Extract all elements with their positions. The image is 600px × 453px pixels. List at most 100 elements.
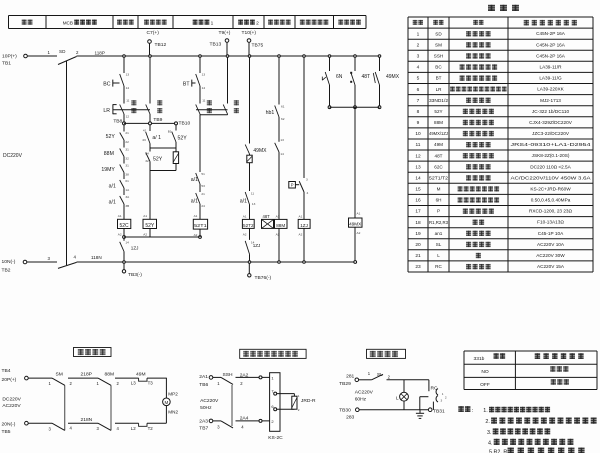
svg-text:19: 19	[415, 231, 421, 237]
svg-text:49MX: 49MX	[349, 222, 361, 227]
svg-text:P: P	[291, 183, 294, 188]
svg-text:TB29: TB29	[339, 381, 351, 387]
svg-text:1: 1	[298, 394, 300, 398]
svg-text:DC220V: DC220V	[2, 397, 21, 403]
svg-text:14: 14	[126, 86, 130, 90]
svg-text:3: 3	[306, 178, 308, 182]
svg-text:A1: A1	[276, 214, 280, 218]
svg-text:61: 61	[281, 105, 285, 109]
svg-text:10P(+): 10P(+)	[2, 54, 17, 60]
svg-text:A1: A1	[118, 214, 122, 218]
svg-text:52Y: 52Y	[106, 134, 116, 140]
svg-text:A1: A1	[243, 214, 247, 218]
svg-text:1ZJ: 1ZJ	[253, 243, 261, 248]
svg-text:48T: 48T	[435, 153, 443, 158]
svg-text:MN2: MN2	[168, 409, 178, 414]
svg-text:2: 2	[271, 419, 274, 424]
svg-text:TB30: TB30	[339, 408, 351, 414]
svg-text:RC: RC	[431, 385, 439, 391]
svg-text:31: 31	[125, 147, 129, 151]
svg-text:C7(+): C7(+)	[147, 30, 160, 36]
svg-text:L: L	[437, 253, 440, 258]
svg-text:MP2: MP2	[168, 391, 178, 396]
svg-text:KS-2C: KS-2C	[268, 435, 283, 441]
svg-text:M: M	[164, 400, 168, 405]
svg-text:SSH: SSH	[223, 372, 234, 378]
svg-text:01: 01	[125, 179, 129, 183]
svg-text:1: 1	[442, 392, 444, 396]
svg-text:19MY: 19MY	[101, 167, 115, 173]
svg-text:48T: 48T	[362, 74, 371, 80]
svg-text:49MX: 49MX	[253, 148, 267, 154]
svg-text:AC220V: AC220V	[200, 398, 219, 404]
svg-text:2: 2	[76, 50, 79, 55]
svg-text:88M: 88M	[276, 223, 285, 228]
svg-text:AC220V 30W: AC220V 30W	[536, 253, 565, 258]
svg-text:A1: A1	[143, 214, 147, 218]
svg-text:a/1: a/1	[240, 199, 247, 205]
svg-text:3: 3	[217, 424, 220, 429]
svg-text:A2: A2	[143, 232, 147, 236]
svg-text:A2: A2	[194, 233, 198, 237]
svg-text:18: 18	[415, 220, 421, 226]
svg-text:20N(-): 20N(-)	[2, 421, 16, 427]
svg-text:4: 4	[307, 191, 309, 195]
svg-text:1: 1	[417, 31, 420, 37]
svg-text:0.50,0.45,0.40MPa: 0.50,0.45,0.40MPa	[531, 198, 571, 203]
svg-text:C45N-2P 16A: C45N-2P 16A	[536, 53, 566, 58]
svg-text:4: 4	[117, 426, 120, 431]
svg-text:2A4: 2A4	[240, 415, 249, 421]
svg-text:M: M	[437, 187, 441, 192]
svg-text:JRD-R: JRD-R	[301, 398, 316, 404]
svg-text:1.: 1.	[483, 408, 488, 414]
svg-text:7: 7	[271, 389, 274, 394]
svg-text:23: 23	[415, 264, 421, 270]
svg-text:12: 12	[126, 114, 130, 118]
svg-text:T9(+): T9(+)	[219, 30, 231, 36]
svg-text:MCB: MCB	[63, 21, 73, 26]
svg-text:2A3: 2A3	[199, 418, 208, 424]
svg-text:118N: 118N	[91, 255, 102, 260]
svg-text:7: 7	[417, 98, 420, 104]
svg-text:6: 6	[271, 404, 274, 409]
svg-text:3.: 3.	[487, 430, 492, 436]
svg-text:a/1: a/1	[191, 199, 198, 205]
svg-text:AC220V 15A: AC220V 15A	[537, 264, 565, 269]
svg-text:NO: NO	[481, 369, 489, 375]
svg-text:6H: 6H	[436, 198, 442, 203]
svg-text:AC/DC220V/110V 450W 3.6A: AC/DC220V/110V 450W 3.6A	[511, 175, 592, 180]
svg-text:1ZJ: 1ZJ	[131, 246, 139, 251]
svg-text:38: 38	[125, 173, 129, 177]
svg-text:281: 281	[346, 374, 354, 380]
svg-text:331b: 331b	[474, 356, 485, 362]
svg-text:50Hz: 50Hz	[200, 405, 212, 411]
svg-text:TB3(-): TB3(-)	[128, 272, 142, 278]
svg-text:A1: A1	[194, 214, 198, 218]
svg-text:T3: T3	[148, 381, 154, 386]
svg-text:SL: SL	[377, 372, 383, 378]
svg-text:14: 14	[202, 86, 206, 90]
svg-text:2: 2	[256, 21, 259, 27]
svg-text:13: 13	[252, 202, 256, 206]
svg-text:52Y: 52Y	[153, 157, 163, 163]
svg-text:11: 11	[126, 98, 129, 102]
svg-text:52Y: 52Y	[178, 135, 188, 141]
svg-text:LR: LR	[436, 87, 443, 92]
svg-text:4: 4	[70, 425, 73, 430]
svg-text:4: 4	[74, 254, 77, 259]
svg-text:a/ 1: a/ 1	[152, 135, 161, 141]
svg-text:R1,R2,R3: R1,R2,R3	[429, 220, 448, 225]
svg-text:51: 51	[201, 172, 205, 176]
svg-text:21: 21	[415, 253, 421, 259]
svg-text:3: 3	[417, 54, 420, 60]
svg-text:AC220V: AC220V	[355, 389, 374, 395]
svg-text:a/1: a/1	[191, 177, 198, 183]
svg-text:a/1: a/1	[109, 199, 116, 205]
svg-text:DC220 110Ω <2.5A: DC220 110Ω <2.5A	[530, 164, 571, 169]
svg-text:B1: B1	[168, 129, 172, 133]
svg-text:JC-322 1b/DC110: JC-322 1b/DC110	[532, 109, 570, 114]
svg-text:49M: 49M	[136, 372, 146, 378]
svg-text:TB13: TB13	[210, 42, 222, 48]
svg-text:11: 11	[416, 142, 421, 148]
svg-text:88M: 88M	[104, 151, 114, 157]
